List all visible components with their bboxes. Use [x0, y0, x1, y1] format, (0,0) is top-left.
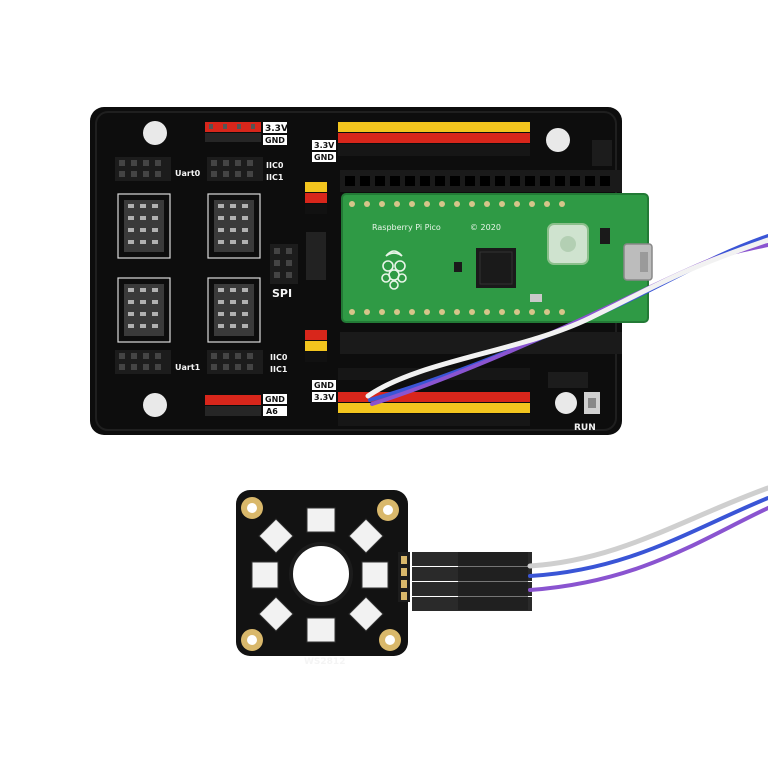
- label-iic0-lower: IIC0: [270, 353, 288, 362]
- rp2040-chip: [476, 248, 516, 288]
- ring-label: WS2812: [304, 657, 345, 667]
- jumper-wires: [365, 234, 768, 592]
- mount-hole-top-right: [546, 128, 570, 152]
- label-gnd-lower-left: GND: [265, 395, 285, 404]
- top-gpio-header: 3.3V GND: [312, 122, 530, 162]
- ring-center-hole: [289, 542, 353, 606]
- label-run: RUN: [574, 423, 596, 433]
- label-3v3-right: 3.3V: [314, 141, 335, 150]
- label-3v3-bottom: 3.3V: [314, 393, 335, 402]
- spi-header: SPI: [270, 244, 298, 300]
- run-button: RUN: [574, 392, 600, 433]
- pico-year-text: © 2020: [470, 223, 501, 232]
- mount-hole-top-left: [143, 121, 167, 145]
- analog-header-bottom: GND A6: [205, 394, 287, 416]
- raspberry-logo-icon: [381, 250, 407, 290]
- pico-socket-headers: [340, 170, 622, 354]
- label-gnd-right: GND: [314, 153, 334, 162]
- label-3v3-top: 3.3V: [265, 124, 288, 134]
- bottom-gpio-header: GND 3.3V: [312, 368, 530, 426]
- label-uart1: Uart1: [175, 363, 201, 372]
- mount-hole-bottom-right: [555, 392, 577, 414]
- led-ring-module: WS2812: [236, 490, 410, 667]
- label-gnd-top: GND: [265, 136, 285, 145]
- label-iic1: IIC1: [266, 173, 284, 182]
- power-header-top: 3.3V GND: [205, 122, 288, 145]
- dupont-connectors: [412, 552, 532, 611]
- uart1-header: Uart1: [115, 350, 263, 374]
- pin-block-grid: [117, 193, 261, 343]
- center-io-headers: IIC0 IIC1: [270, 182, 327, 374]
- label-a6: A6: [266, 407, 278, 416]
- label-spi: SPI: [272, 287, 292, 300]
- label-iic0: IIC0: [266, 161, 284, 170]
- pico-brand-text: Raspberry Pi Pico: [372, 223, 441, 232]
- raspberry-pi-pico: Raspberry Pi Pico © 2020: [341, 193, 653, 323]
- iic0-header: IIC0 IIC1: [207, 157, 284, 182]
- led-array: [251, 507, 389, 643]
- uart0-header: Uart0: [115, 157, 201, 181]
- label-uart0: Uart0: [175, 169, 201, 178]
- label-gnd-bottom: GND: [314, 381, 334, 390]
- mount-hole-bottom-left: [143, 393, 167, 417]
- label-iic1-lower: IIC1: [270, 365, 288, 374]
